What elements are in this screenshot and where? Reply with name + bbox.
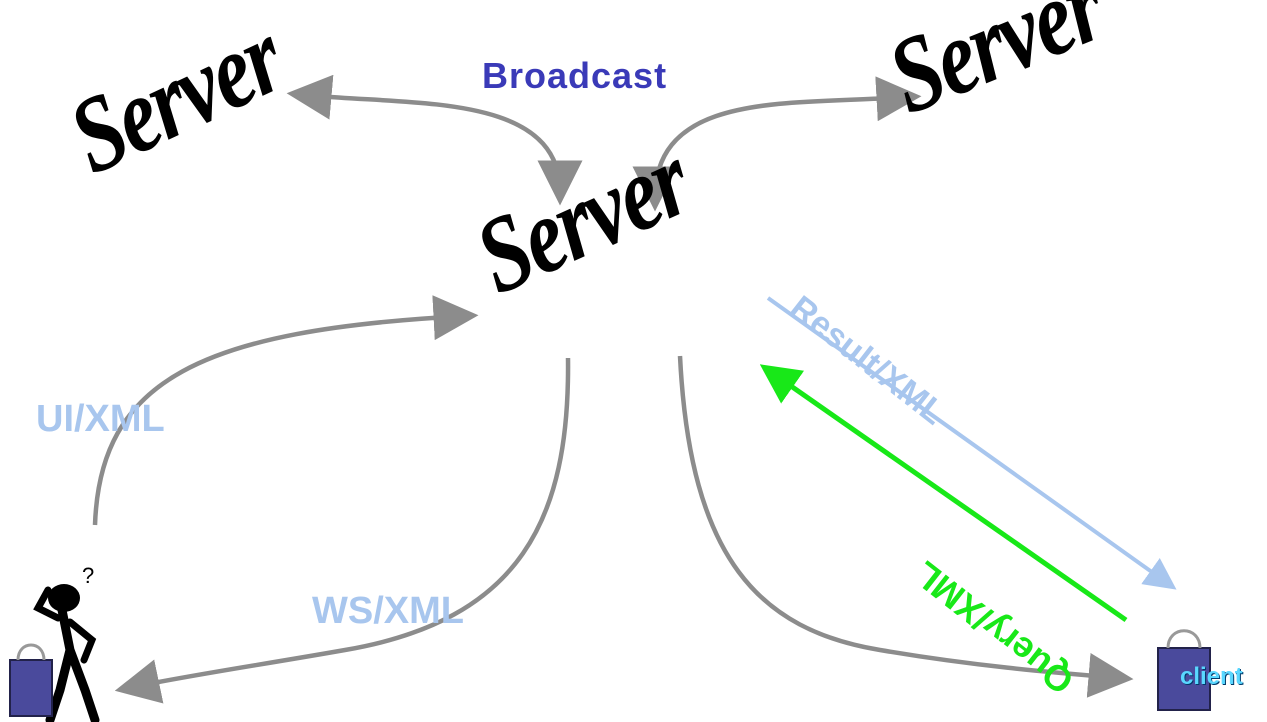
server-client-arrow [677,355,1134,698]
broadcast-arrow-right [632,76,922,212]
ui-xml-arrow [92,295,479,526]
ui-xml-label: UI/XML [36,398,165,440]
svg-text:?: ? [82,563,94,588]
broadcast-arrow-left [286,74,583,206]
client-bag-icon [1157,629,1211,711]
thinking-person-icon: ? [33,563,100,722]
broadcast-label: Broadcast [482,55,668,96]
shopping-bag-icon [9,643,53,717]
result-xml-arrow [766,296,1177,590]
query-xml-arrow [759,364,1128,623]
client-label: client [1180,663,1243,690]
ws-xml-label: WS/XML [312,590,464,632]
ws-xml-arrow [114,357,571,704]
